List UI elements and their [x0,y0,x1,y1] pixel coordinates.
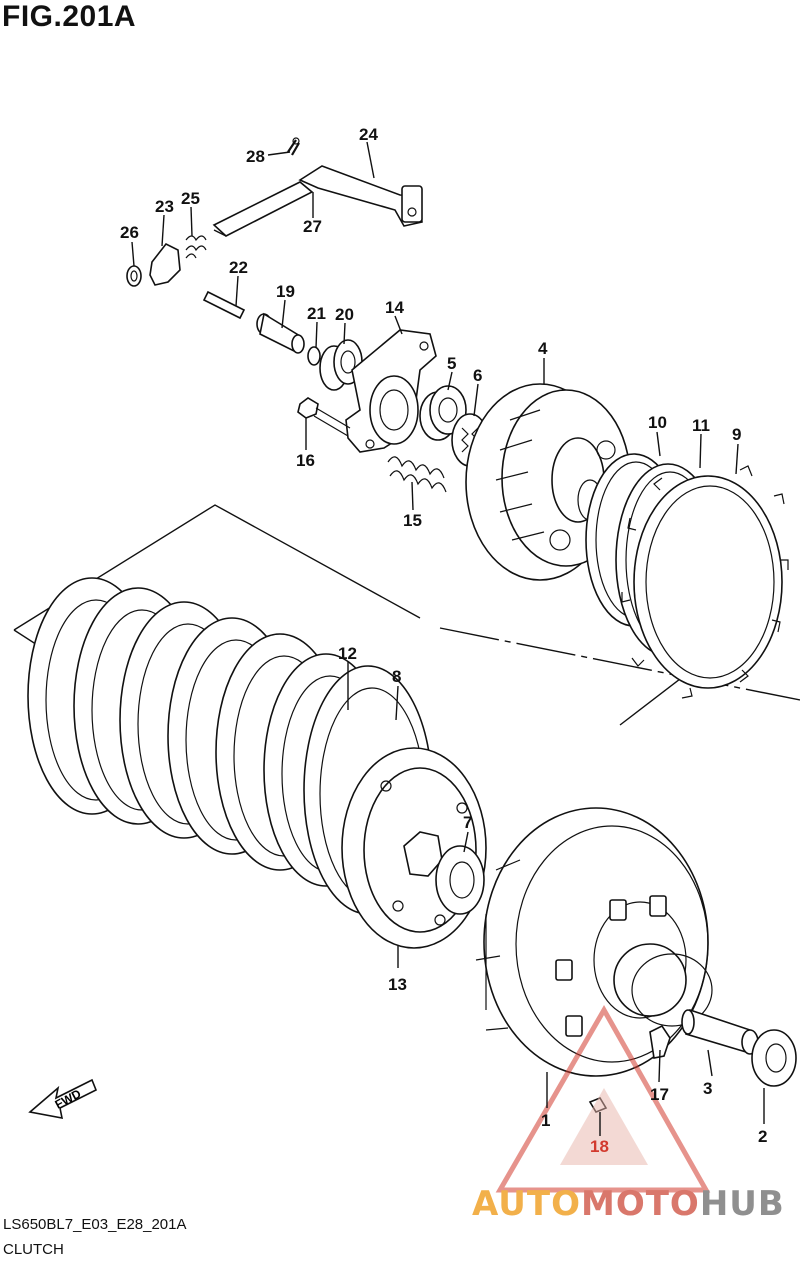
thrust-washer [435,845,485,915]
callout-8: 8 [392,667,401,686]
callouts: 24 28 27 26 23 25 22 19 21 20 14 5 6 4 1… [120,125,767,1156]
model-code: LS650BL7_E03_E28_201A [3,1216,187,1233]
thrust-washer-2 [751,1029,797,1087]
callout-18: 18 [590,1137,609,1156]
push-pin [202,290,246,320]
callout-15: 15 [403,511,422,530]
callout-21: 21 [307,304,326,323]
callout-5: 5 [447,354,456,373]
watermark-text: AUTOMOTOHUB [472,1184,785,1224]
callout-22: 22 [229,258,248,277]
callout-19: 19 [276,282,295,301]
callout-6: 6 [473,366,482,385]
callout-11: 11 [692,416,710,435]
callout-12: 12 [338,644,357,663]
drive-plate-outer [621,465,789,699]
figure-title: FIG.201A [2,0,137,33]
bolt [297,397,351,437]
callout-4: 4 [538,339,548,358]
spacer [681,1008,759,1055]
callout-23: 23 [155,197,174,216]
clutch-housing [475,807,713,1077]
clutch-spring [387,456,447,493]
callout-25: 25 [181,189,200,208]
return-spring [185,235,207,259]
callout-17: 17 [650,1085,669,1104]
callout-27: 27 [303,217,322,236]
callout-20: 20 [335,305,354,324]
washer [126,265,142,287]
callout-14: 14 [385,298,404,317]
leader-lines [131,141,765,1136]
watermark-part3: HUB [699,1184,785,1224]
callout-24: 24 [359,125,378,144]
callout-26: 26 [120,223,139,242]
release-lever [212,165,423,237]
callout-1: 1 [541,1111,550,1130]
watermark-part1: AUTO [472,1184,581,1224]
callout-3: 3 [703,1079,712,1098]
push-piece [256,312,305,354]
callout-2: 2 [758,1127,767,1146]
callout-9: 9 [732,425,741,444]
section-name: CLUTCH [3,1241,64,1258]
release-bearing [319,339,363,391]
fwd-arrow: FWD [28,1078,98,1120]
callout-16: 16 [296,451,315,470]
lifter-plate [345,329,437,453]
callout-10: 10 [648,413,667,432]
cotter-pin [287,137,300,156]
o-ring [307,346,321,366]
watermark-logo [495,1004,711,1193]
callout-28: 28 [246,147,265,166]
key [649,1024,671,1059]
watermark-part2: MOTO [580,1184,700,1224]
callout-7: 7 [463,813,472,832]
bracket [149,242,181,286]
clutch-sleeve-hub [465,383,631,581]
callout-13: 13 [388,975,407,994]
